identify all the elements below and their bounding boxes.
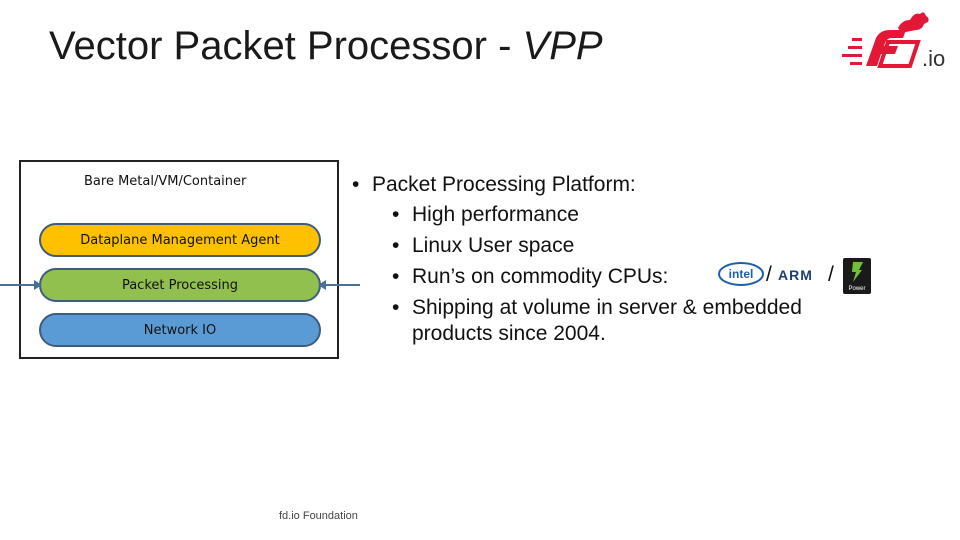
- bullet-icon: •: [352, 173, 360, 196]
- slide-title: Vector Packet Processor - VPP: [49, 22, 603, 70]
- power-mark-icon: [852, 262, 863, 282]
- arm-logo-icon: ARM: [778, 267, 813, 283]
- fdio-logo-icon: [842, 12, 929, 68]
- bullet-icon: •: [392, 234, 400, 257]
- stack-container-label: Bare Metal/VM/Container: [84, 174, 247, 189]
- bullet-sub-text: Shipping at volume in server & embedded: [412, 296, 802, 319]
- packet-flow-arrows: [0, 280, 360, 290]
- bullet-sub: • High performance: [392, 202, 579, 228]
- cpu-separator: /: [766, 263, 772, 286]
- bullet-main-text: Packet Processing Platform:: [372, 173, 636, 196]
- bullet-sub-text: Run’s on commodity CPUs:: [412, 265, 669, 288]
- layer-network-io: Network IO: [39, 313, 321, 347]
- bullet-sub: • Run’s on commodity CPUs:: [392, 264, 668, 290]
- footer-text: fd.io Foundation: [279, 510, 358, 522]
- cpu-separator: /: [828, 263, 834, 286]
- bullet-icon: •: [392, 265, 400, 288]
- intel-logo-text: intel: [729, 267, 754, 281]
- left-arrowhead-icon: [34, 280, 42, 290]
- power-logo-icon: Power: [843, 258, 871, 294]
- right-arrowhead-icon: [318, 280, 326, 290]
- bullet-sub: • Shipping at volume in server & embedded: [392, 295, 802, 321]
- bullet-sub-text: Linux User space: [412, 234, 575, 257]
- bullet-sub-text: High performance: [412, 203, 579, 226]
- bullet-icon: •: [392, 203, 400, 226]
- title-emphasis: VPP: [522, 24, 603, 68]
- bullet-sub: • Linux User space: [392, 233, 574, 259]
- logo-suffix: .io: [922, 46, 946, 71]
- power-logo-text: Power: [848, 286, 866, 292]
- intel-logo-icon: intel: [718, 262, 764, 286]
- bullet-sub-continuation: products since 2004.: [412, 322, 606, 345]
- title-main: Vector Packet Processor -: [49, 24, 523, 68]
- bullet-icon: •: [392, 296, 400, 319]
- layer-management-agent: Dataplane Management Agent: [39, 223, 321, 257]
- bullet-main: • Packet Processing Platform:: [352, 172, 636, 198]
